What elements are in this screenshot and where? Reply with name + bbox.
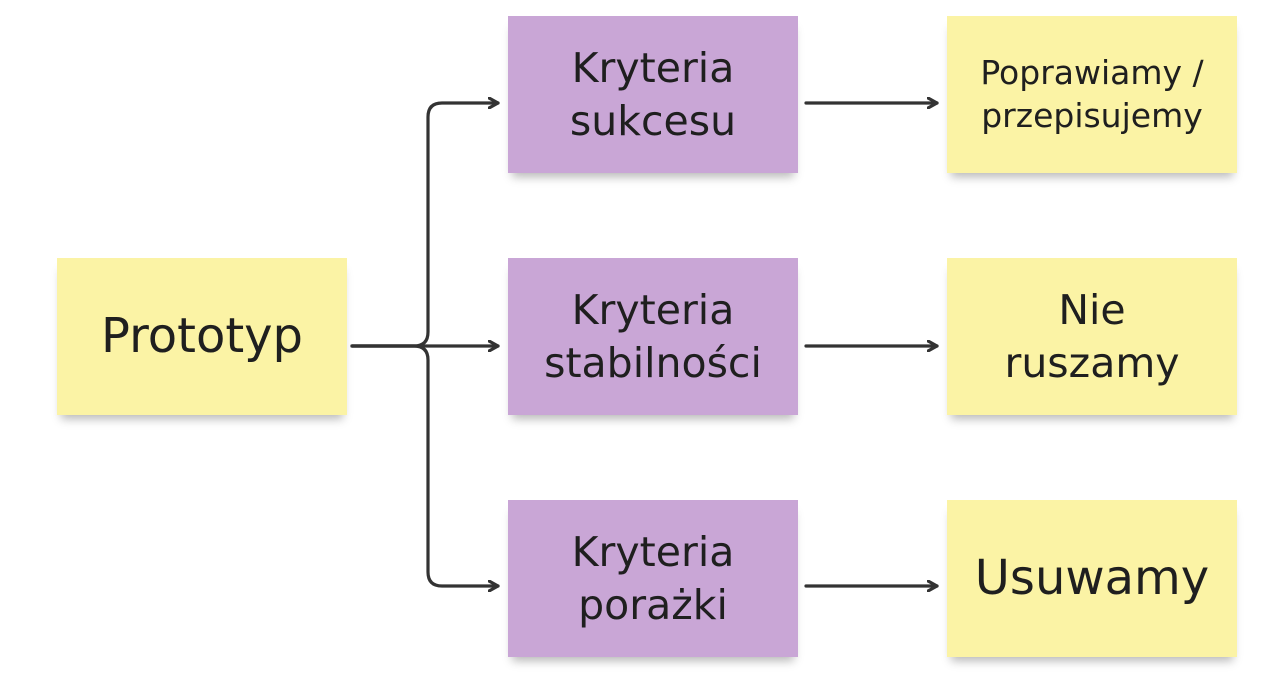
- node-fix-rewrite-label: Poprawiamy / przepisujemy: [980, 53, 1204, 135]
- node-prototype-label: Prototyp: [100, 307, 304, 364]
- arrow-prototype-to-success: [350, 103, 500, 348]
- node-delete-label: Usuwamy: [974, 549, 1210, 606]
- node-success-criteria: Kryteria sukcesu: [508, 16, 798, 173]
- node-fix-rewrite: Poprawiamy / przepisujemy: [947, 16, 1237, 173]
- node-prototype: Prototyp: [57, 258, 347, 415]
- arrow-prototype-to-failure: [350, 344, 500, 586]
- node-stability-criteria: Kryteria stabilności: [508, 258, 798, 415]
- node-failure-criteria: Kryteria porażki: [508, 500, 798, 657]
- node-dont-touch-label: Nie ruszamy: [1004, 286, 1180, 387]
- node-dont-touch: Nie ruszamy: [947, 258, 1237, 415]
- node-stability-criteria-label: Kryteria stabilności: [544, 286, 762, 387]
- node-failure-criteria-label: Kryteria porażki: [571, 528, 735, 629]
- node-success-criteria-label: Kryteria sukcesu: [569, 44, 737, 145]
- node-delete: Usuwamy: [947, 500, 1237, 657]
